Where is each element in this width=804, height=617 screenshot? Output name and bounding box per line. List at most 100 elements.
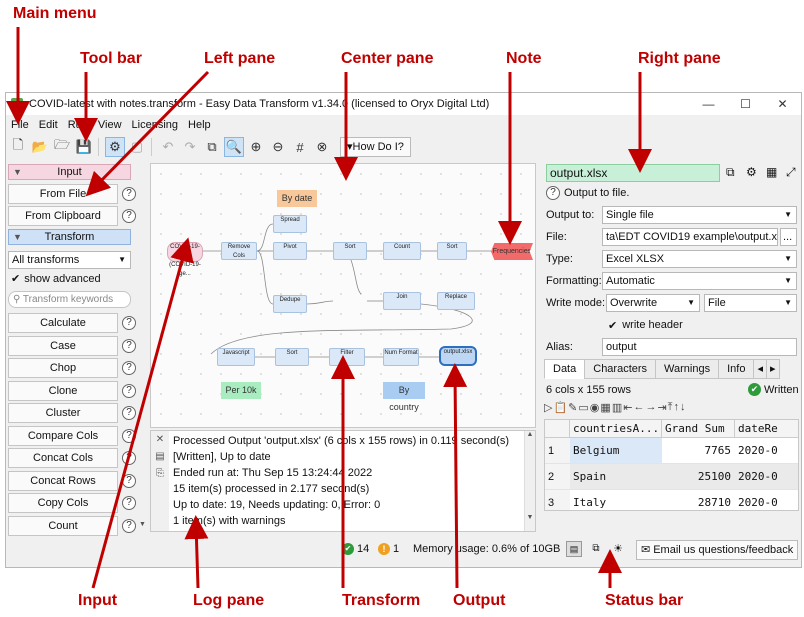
from-file-button[interactable]: From File xyxy=(8,184,118,204)
input-section-header[interactable]: ▼Input xyxy=(8,164,131,180)
note-by-country[interactable]: By country xyxy=(383,382,425,412)
zoom-out-icon[interactable]: ⊖ xyxy=(272,139,284,154)
maximize-icon[interactable]: ☐ xyxy=(740,97,751,111)
menu-help[interactable]: Help xyxy=(188,119,211,131)
help-icon[interactable]: ? xyxy=(122,187,136,201)
tab-info[interactable]: Info xyxy=(718,359,755,379)
new-file-icon[interactable]: 🗋 xyxy=(12,137,24,152)
help-icon[interactable]: ? xyxy=(122,473,136,488)
grid-cell[interactable]: 2020-0 xyxy=(735,490,798,510)
help-icon[interactable]: ? xyxy=(122,406,136,420)
dedupe-node[interactable]: Dedupe xyxy=(273,295,307,313)
log-toggle-icon[interactable]: ▤ xyxy=(566,541,582,557)
up-icon[interactable]: ↑ xyxy=(673,401,680,413)
frame-icon[interactable]: ▭ xyxy=(578,402,589,414)
undo-icon[interactable]: ↶ xyxy=(162,139,174,154)
left-scrollbar[interactable]: ▼ xyxy=(137,311,148,531)
transform-button[interactable]: Concat Rows xyxy=(8,470,118,491)
help-icon[interactable]: ? xyxy=(122,428,136,443)
brightness-icon[interactable]: ☀ xyxy=(613,543,623,555)
grid-cell[interactable]: Italy xyxy=(570,490,662,510)
log-scrollbar[interactable]: ▲ ▼ xyxy=(524,431,535,531)
help-icon[interactable]: ? xyxy=(122,518,136,533)
menu-licensing[interactable]: Licensing xyxy=(131,119,179,131)
tab-characters[interactable]: Characters xyxy=(584,359,657,379)
copy-icon[interactable]: ⧉ xyxy=(207,139,217,154)
write-header-checkbox[interactable]: ✔ xyxy=(608,320,618,332)
input-node[interactable]: COVID-19-ge... (COVID-19-ge... xyxy=(167,242,203,277)
grid-cell[interactable]: 2020-0 xyxy=(735,438,798,464)
window-toggle-icon[interactable]: ⧉ xyxy=(592,543,600,554)
scroll-down-icon[interactable]: ▼ xyxy=(139,521,146,528)
write-target-select[interactable]: File▼ xyxy=(704,294,797,312)
column-header[interactable]: Grand Sum xyxy=(662,420,735,438)
help-icon[interactable]: ? xyxy=(546,186,560,200)
transform-button[interactable]: Cluster xyxy=(8,403,118,423)
grid-cell[interactable]: 7765 xyxy=(662,438,735,464)
minimize-icon[interactable]: — xyxy=(702,97,715,111)
transform-search-input[interactable]: ⚲ Transform keywords xyxy=(8,291,131,308)
browse-button[interactable]: ... xyxy=(780,228,797,246)
formatting-select[interactable]: Automatic▼ xyxy=(602,272,797,290)
clear-log-icon[interactable]: ✕ xyxy=(155,434,165,445)
document-icon[interactable]: ▤ xyxy=(155,451,165,462)
count-node[interactable]: Count xyxy=(383,242,421,260)
row-number[interactable]: 1 xyxy=(545,438,570,464)
transform-button[interactable]: Calculate xyxy=(8,313,118,333)
grid-cell[interactable]: 25100 xyxy=(662,464,735,490)
from-clipboard-button[interactable]: From Clipboard xyxy=(8,206,118,226)
last-icon[interactable]: ⇥ xyxy=(657,402,667,414)
redo-icon[interactable]: ↷ xyxy=(184,139,196,154)
sort-node[interactable]: Sort xyxy=(333,242,367,260)
help-icon[interactable]: ? xyxy=(122,496,136,510)
scroll-down-icon[interactable]: ▼ xyxy=(526,514,534,521)
play-icon[interactable]: ▷ xyxy=(544,402,553,414)
close-icon[interactable]: ✕ xyxy=(777,97,788,111)
clipboard-icon[interactable]: 📋 xyxy=(553,402,568,414)
spread-node[interactable]: Spread xyxy=(273,215,307,233)
alias-input[interactable]: output xyxy=(602,338,797,356)
gear-icon[interactable]: ⚙ xyxy=(746,165,757,179)
down-icon[interactable]: ↓ xyxy=(680,401,686,413)
tab-scroll-right-icon[interactable]: ▸ xyxy=(766,359,780,379)
grid-cell[interactable]: Belgium xyxy=(570,438,662,464)
columns-icon[interactable]: ▥ xyxy=(611,402,623,414)
run-icon[interactable]: ▢ xyxy=(130,139,144,154)
file-path-input[interactable]: ta\EDT COVID19 example\output.xlsx xyxy=(602,228,778,246)
center-pane[interactable]: By date Per 10k By country Frequencies C… xyxy=(150,163,536,428)
expand-icon[interactable]: ⤢ xyxy=(786,165,796,179)
grid-icon[interactable]: # xyxy=(296,139,304,155)
grid-view-icon[interactable]: ▦ xyxy=(600,402,611,414)
javascript-node[interactable]: Javascript xyxy=(217,348,255,366)
tab-scroll-left-icon[interactable]: ◂ xyxy=(753,359,767,379)
clone-icon[interactable]: ⧉ xyxy=(726,165,735,179)
transform-button[interactable]: Copy Cols xyxy=(8,493,118,513)
grid-cell[interactable]: 2020-0 xyxy=(735,464,798,490)
transform-button[interactable]: Count xyxy=(8,515,118,536)
cancel-icon[interactable]: ⊗ xyxy=(316,139,328,154)
help-icon[interactable]: ? xyxy=(122,361,136,375)
transform-button[interactable]: Concat Cols xyxy=(8,448,118,468)
num-format-node[interactable]: Num Format xyxy=(383,348,419,366)
help-icon[interactable]: ? xyxy=(122,451,136,465)
sort-node[interactable]: Sort xyxy=(275,348,309,366)
filter-node[interactable]: Filter xyxy=(329,348,365,366)
pivot-node[interactable]: Pivot xyxy=(273,242,307,260)
row-number[interactable]: 2 xyxy=(545,464,570,490)
menu-run[interactable]: Run xyxy=(67,119,88,131)
tab-warnings[interactable]: Warnings xyxy=(655,359,720,379)
pencil-icon[interactable]: ✎ xyxy=(568,402,578,414)
transform-filter-select[interactable]: All transforms▼ xyxy=(8,251,131,269)
zoom-select-icon[interactable]: 🔍 xyxy=(224,137,244,157)
zoom-in-icon[interactable]: ⊕ xyxy=(250,139,262,154)
help-icon[interactable]: ? xyxy=(122,383,136,398)
output-node[interactable]: output.xlsx xyxy=(439,346,477,366)
note-frequencies[interactable]: Frequencies xyxy=(491,243,533,260)
tab-data[interactable]: Data xyxy=(544,359,586,379)
item-name-field[interactable]: output.xlsx xyxy=(546,164,720,182)
note-by-date[interactable]: By date xyxy=(277,190,317,207)
menu-file[interactable]: File xyxy=(11,119,29,131)
column-header[interactable]: dateRe xyxy=(735,420,798,438)
menu-view[interactable]: View xyxy=(97,119,122,131)
